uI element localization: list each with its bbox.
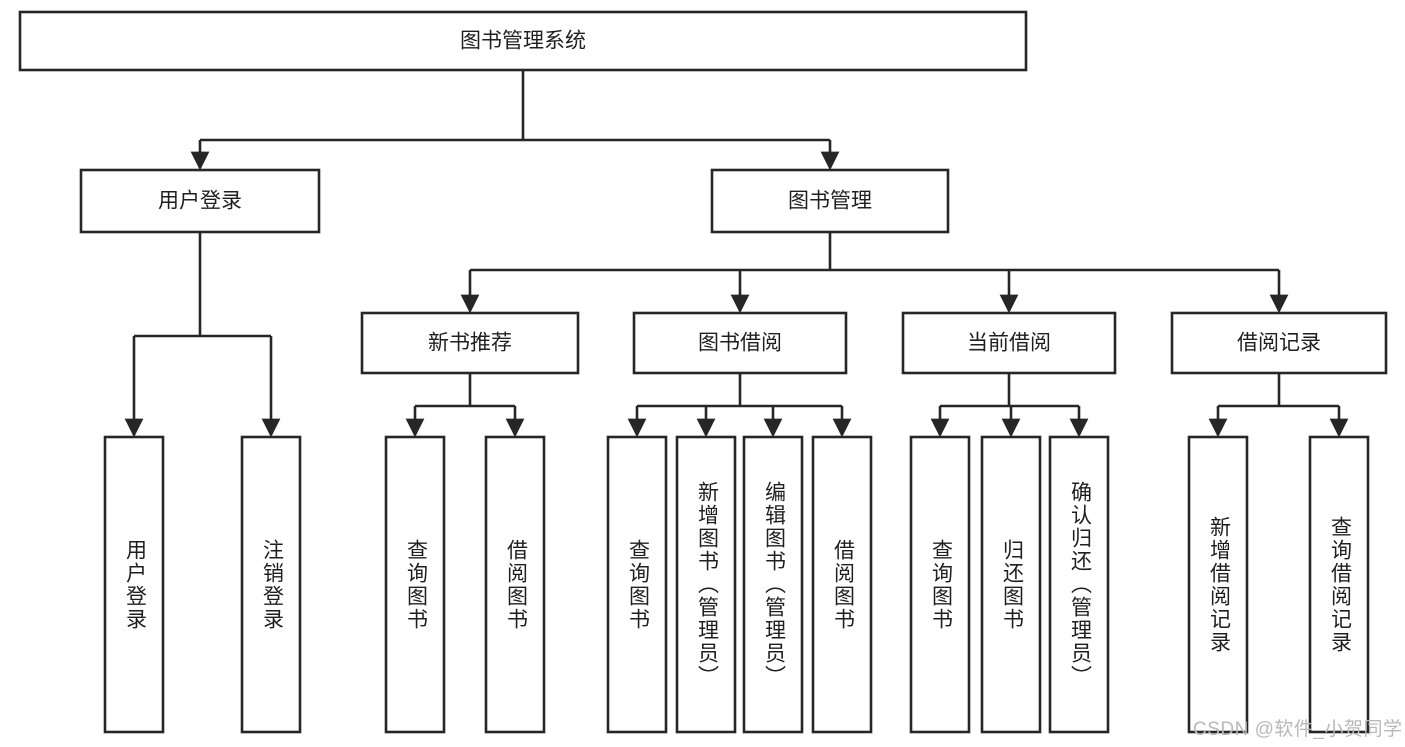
connector-book-borrow-to-leaves bbox=[627, 373, 852, 438]
leaf-node[interactable] bbox=[909, 435, 971, 734]
node-current-borrow-label: 当前借阅 bbox=[967, 332, 1051, 355]
node-root-label: 图书管理系统 bbox=[460, 30, 586, 53]
connector-root-to-level2 bbox=[190, 70, 840, 171]
connector-new-book-to-leaves bbox=[405, 373, 525, 438]
leaf-node[interactable] bbox=[1048, 435, 1110, 734]
node-new-book-recommend[interactable]: 新书推荐 bbox=[360, 311, 580, 375]
leaf-node[interactable] bbox=[980, 435, 1042, 734]
leaf-node[interactable] bbox=[103, 435, 165, 734]
connector-current-borrow-to-leaves bbox=[930, 373, 1089, 438]
node-user-login-label: 用户登录 bbox=[158, 190, 242, 213]
leaf-node[interactable] bbox=[742, 435, 804, 734]
node-borrow-record-label: 借阅记录 bbox=[1237, 332, 1321, 355]
node-user-login[interactable]: 用户登录 bbox=[79, 168, 321, 234]
leaf-node[interactable] bbox=[811, 435, 873, 734]
connector-user-login-to-leaves bbox=[124, 232, 281, 438]
node-borrow-record[interactable]: 借阅记录 bbox=[1170, 311, 1388, 375]
connector-book-manage-to-level3 bbox=[460, 232, 1289, 314]
leaf-node[interactable] bbox=[675, 435, 737, 734]
node-new-book-recommend-label: 新书推荐 bbox=[428, 332, 512, 355]
node-book-borrow-label: 图书借阅 bbox=[698, 332, 782, 355]
node-root[interactable]: 图书管理系统 bbox=[18, 10, 1028, 72]
node-book-manage-label: 图书管理 bbox=[788, 190, 872, 213]
node-book-borrow[interactable]: 图书借阅 bbox=[632, 311, 848, 375]
connector-borrow-record-to-leaves bbox=[1208, 373, 1349, 438]
node-current-borrow[interactable]: 当前借阅 bbox=[901, 311, 1117, 375]
leaf-nodes bbox=[103, 435, 1370, 734]
leaf-node[interactable] bbox=[606, 435, 668, 734]
node-book-manage[interactable]: 图书管理 bbox=[710, 168, 950, 234]
leaf-node[interactable] bbox=[1308, 435, 1370, 734]
leaf-node[interactable] bbox=[484, 435, 546, 734]
watermark-text: CSDN @软件_小贺同学 bbox=[1193, 719, 1403, 740]
leaf-node[interactable] bbox=[384, 435, 446, 734]
leaf-node[interactable] bbox=[1187, 435, 1249, 734]
leaf-node[interactable] bbox=[240, 435, 302, 734]
